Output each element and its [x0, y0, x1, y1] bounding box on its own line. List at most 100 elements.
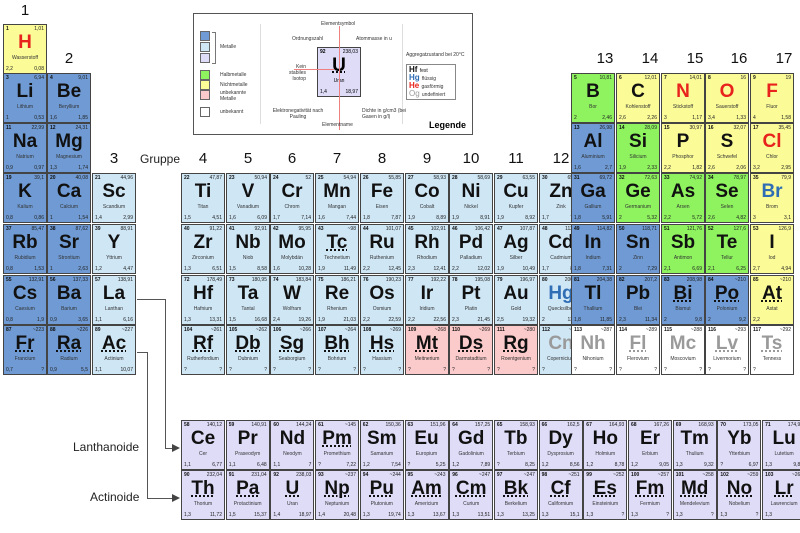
element-cell[interactable]: 103~266LrLawrencium1,3 [762, 470, 800, 520]
